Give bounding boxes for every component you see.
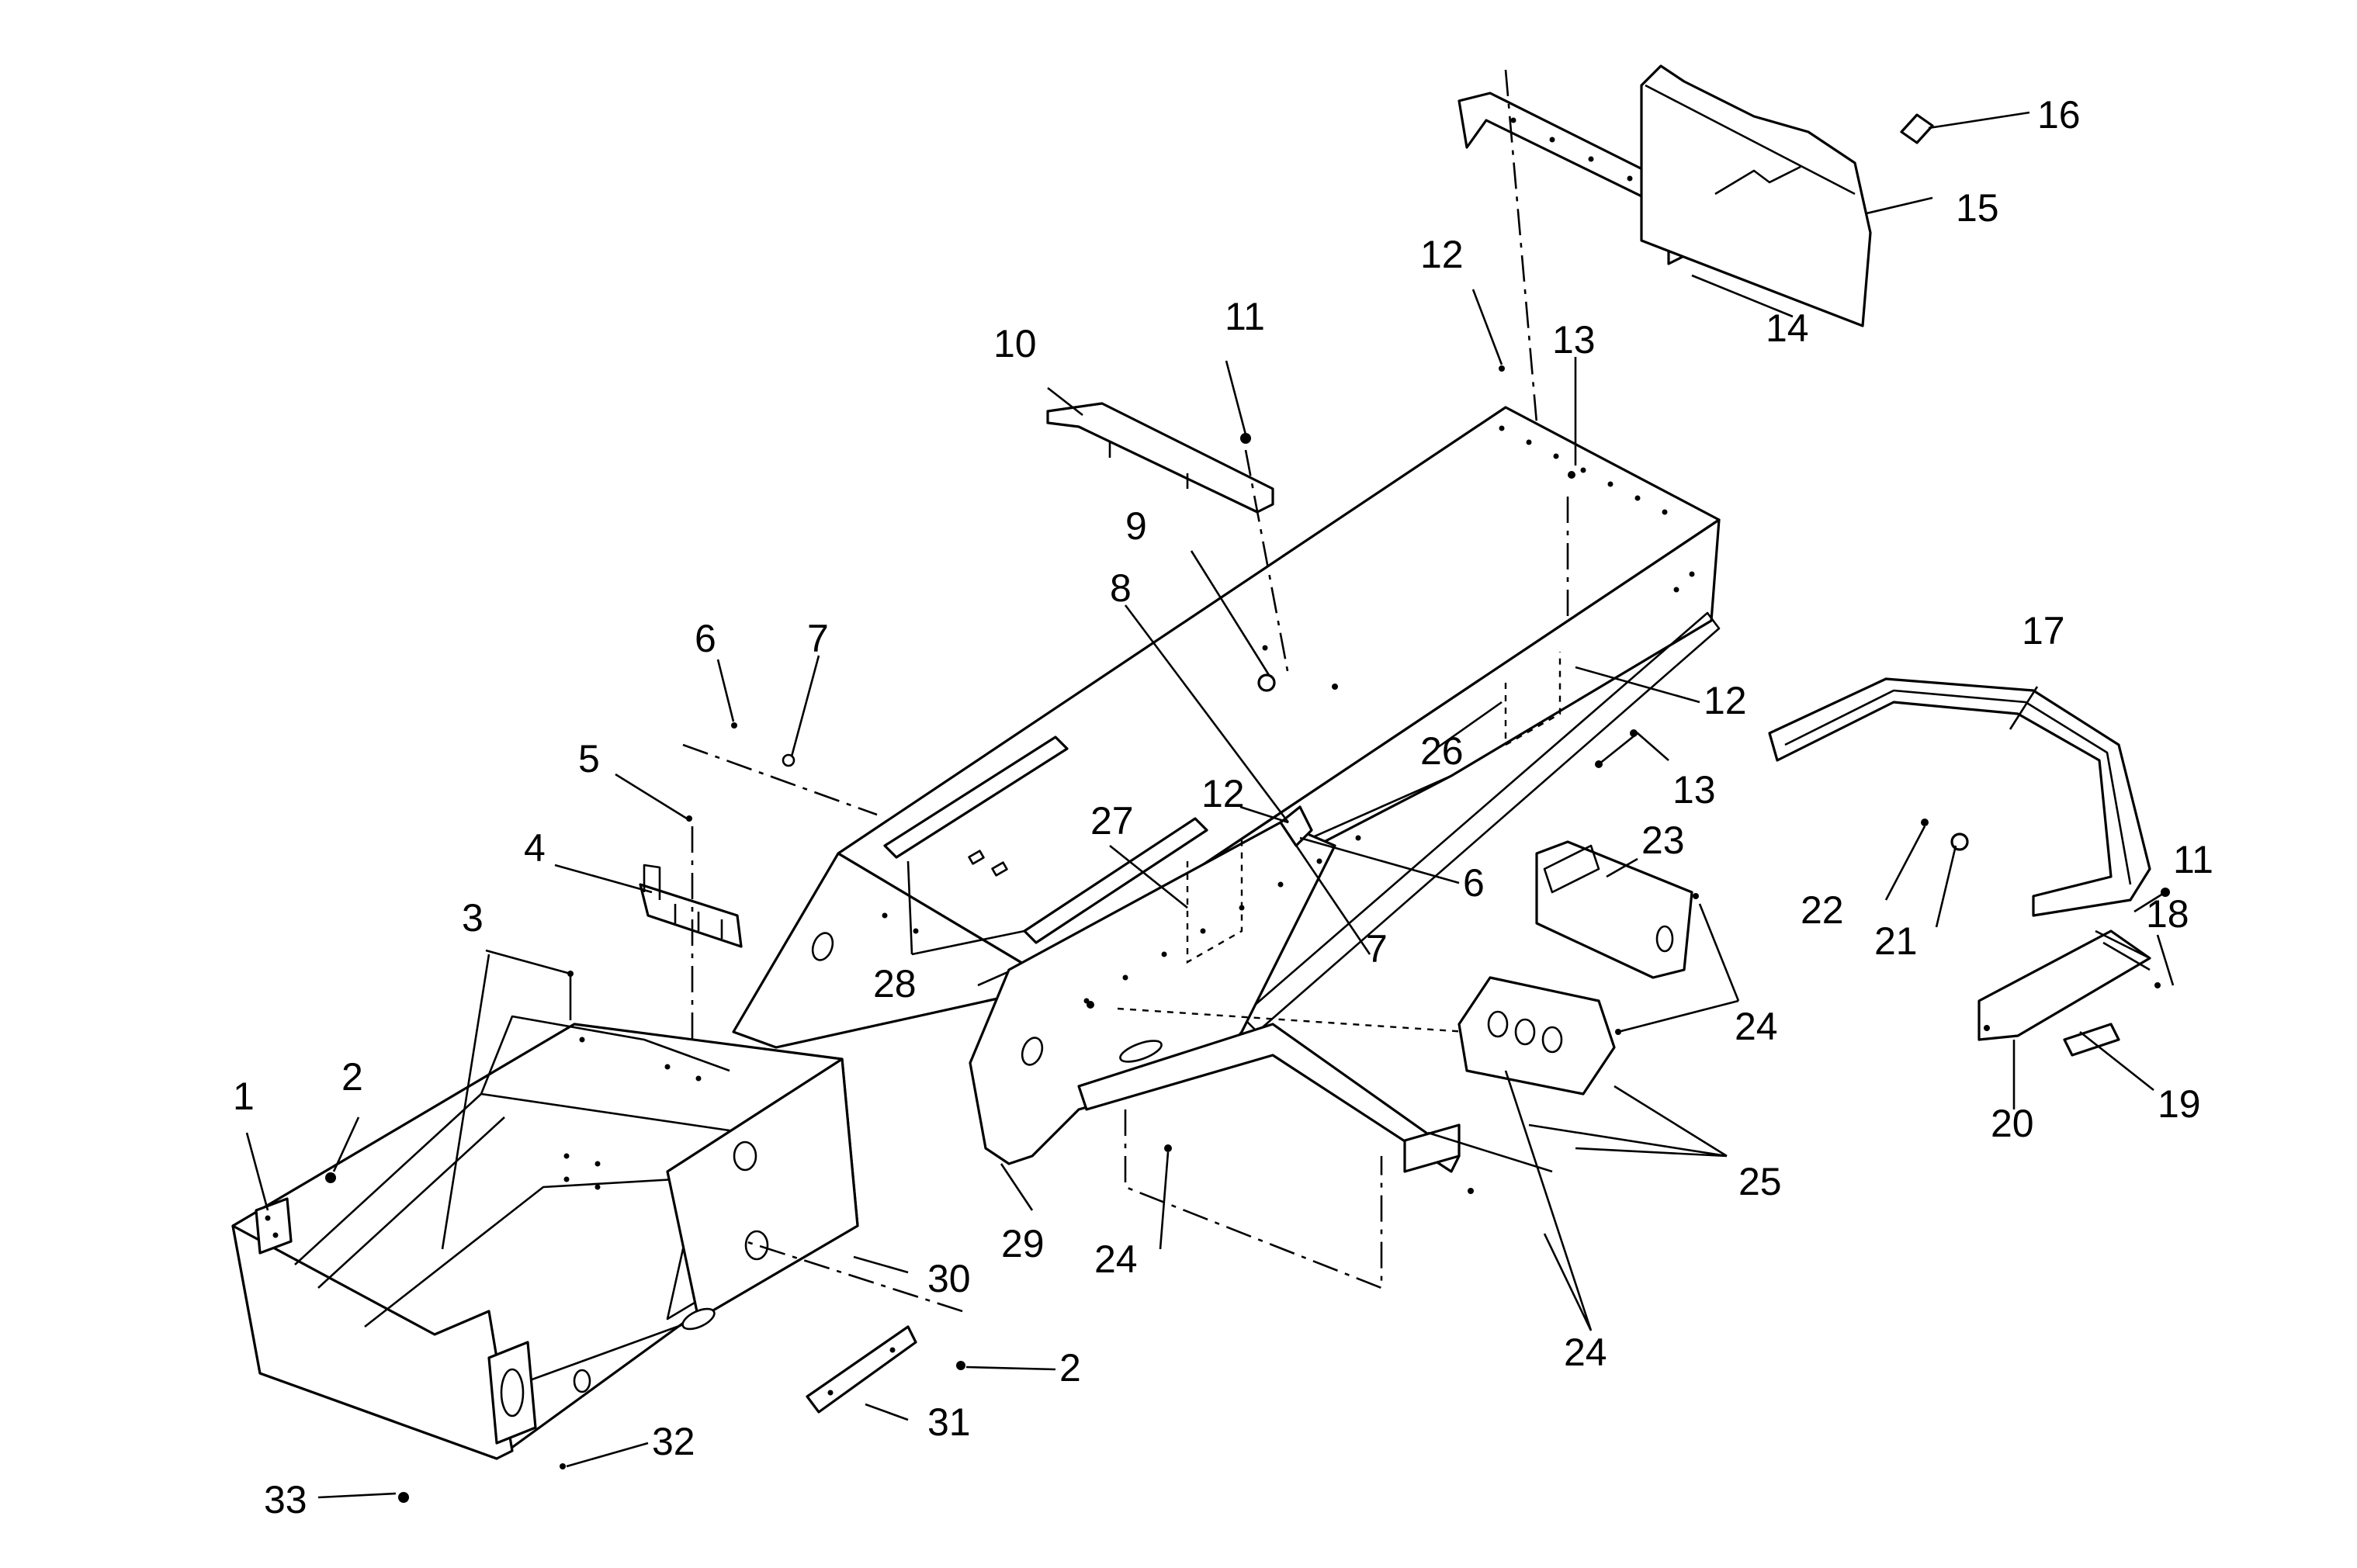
callout-13-top: 13 [1552, 318, 1596, 362]
grab-handle [1977, 929, 2151, 1041]
callout-15: 15 [1956, 186, 1999, 230]
callout-24-lower-left: 24 [1094, 1237, 1138, 1281]
rear-bracket [1458, 92, 1686, 265]
callout-32: 32 [652, 1420, 695, 1463]
mount-bracket [639, 864, 743, 948]
callout-30: 30 [927, 1257, 971, 1300]
callout-8: 8 [1110, 566, 1132, 610]
callout-17: 17 [2022, 609, 2065, 652]
handle-decal [2063, 1023, 2120, 1057]
callout-7-left: 7 [807, 617, 829, 660]
callout-5: 5 [578, 737, 600, 781]
callout-9: 9 [1125, 504, 1147, 548]
callout-18: 18 [2146, 892, 2189, 936]
callout-1: 1 [233, 1075, 255, 1118]
callout-27: 27 [1090, 799, 1134, 843]
callout-31: 31 [927, 1400, 971, 1444]
callout-11-right: 11 [2173, 838, 2213, 881]
callout-16: 16 [2037, 93, 2081, 137]
rear-bumper [1768, 677, 2151, 917]
front-frame-assembly [231, 1015, 859, 1460]
callout-6-left: 6 [695, 617, 716, 660]
callout-2-upper: 2 [341, 1055, 363, 1099]
callout-29: 29 [1001, 1222, 1045, 1265]
callout-13-right: 13 [1672, 768, 1716, 812]
callout-12-middle: 12 [1201, 772, 1245, 815]
callout-14: 14 [1766, 306, 1809, 350]
callout-12-top: 12 [1420, 233, 1464, 276]
tunnel-assembly [732, 406, 1721, 1173]
callout-21: 21 [1874, 919, 1918, 963]
callout-6-right: 6 [1463, 861, 1485, 905]
lower-bracket [806, 1325, 917, 1414]
callout-12-right: 12 [1704, 679, 1747, 722]
callout-25: 25 [1738, 1160, 1782, 1203]
callout-24-right: 24 [1735, 1005, 1778, 1048]
callout-28: 28 [873, 962, 917, 1006]
leader-lines [245, 111, 2175, 1499]
callout-33: 33 [264, 1478, 307, 1521]
callout-24-lower-right: 24 [1564, 1331, 1607, 1374]
callout-11-top: 11 [1225, 295, 1265, 338]
top-cover [1046, 402, 1274, 514]
callout-20: 20 [1991, 1102, 2034, 1145]
rear-flap [1640, 64, 1872, 327]
hinge-bracket [255, 1197, 293, 1255]
callout-22: 22 [1801, 888, 1844, 932]
callout-2-lower: 2 [1059, 1346, 1081, 1390]
callout-7-right: 7 [1366, 927, 1388, 971]
callout-labels: 1 2 2 3 4 5 6 6 7 7 8 9 10 11 11 12 12 1… [233, 93, 2213, 1521]
callout-23: 23 [1641, 819, 1685, 862]
callout-4: 4 [524, 826, 546, 870]
callout-10: 10 [993, 322, 1037, 365]
alignment-lines [682, 69, 1569, 1313]
callout-19: 19 [2158, 1082, 2201, 1126]
callout-26: 26 [1420, 729, 1464, 773]
callout-3: 3 [462, 896, 484, 940]
right-side-brackets [1403, 840, 1693, 1173]
